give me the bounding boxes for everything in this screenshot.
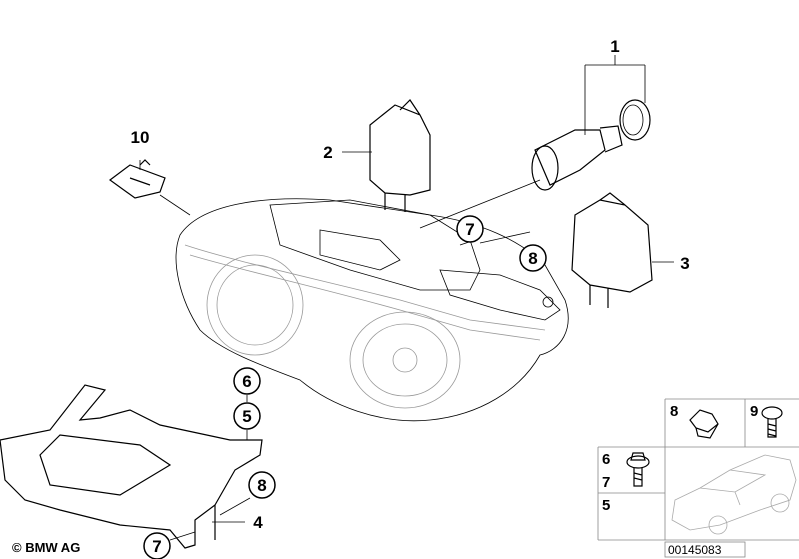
callout-8-bottom: 8: [257, 476, 266, 495]
callout-6: 6: [242, 372, 251, 391]
car-silhouette-icon: [671, 454, 797, 535]
bracket-part-4: [0, 384, 263, 549]
headlamp-assembly: [175, 198, 569, 422]
callout-circle: [233, 402, 261, 430]
callout-circle: [519, 244, 547, 272]
cover-part-2: [369, 99, 431, 212]
legend-label-6: 6: [602, 451, 610, 468]
callout-5: 5: [242, 407, 251, 426]
callout-7-top: 7: [465, 220, 474, 239]
callout-circle: [143, 532, 171, 559]
callout-circle: [456, 215, 484, 243]
copyright-text: © BMW AG: [12, 540, 80, 555]
legend-label-5: 5: [602, 497, 610, 514]
leader-lines: [139, 55, 674, 541]
legend-label-7: 7: [602, 474, 610, 491]
legend-label-8: 8: [670, 403, 678, 420]
callout-7-bottom: 7: [152, 537, 161, 556]
legend-label-9: 9: [750, 403, 758, 420]
screw-icon: [761, 406, 783, 438]
callout-circle: [233, 367, 261, 395]
callout-1: 1: [610, 37, 619, 56]
callout-10: 10: [131, 128, 150, 147]
callout-circle: [248, 471, 276, 499]
callout-4: 4: [253, 513, 263, 532]
hardware-legend: 8 9 6 7 5 00145083: [597, 398, 799, 558]
clip-nut-part-10: [108, 159, 166, 199]
bulb-holder-part-1: [531, 99, 651, 191]
collar-screw-icon: [626, 452, 650, 487]
diagram-code: 00145083: [668, 543, 722, 557]
clip-nut-icon: [689, 409, 719, 439]
callout-3: 3: [680, 254, 689, 273]
callout-8-top: 8: [528, 249, 537, 268]
cover-part-3: [571, 192, 653, 308]
callout-2: 2: [323, 143, 332, 162]
